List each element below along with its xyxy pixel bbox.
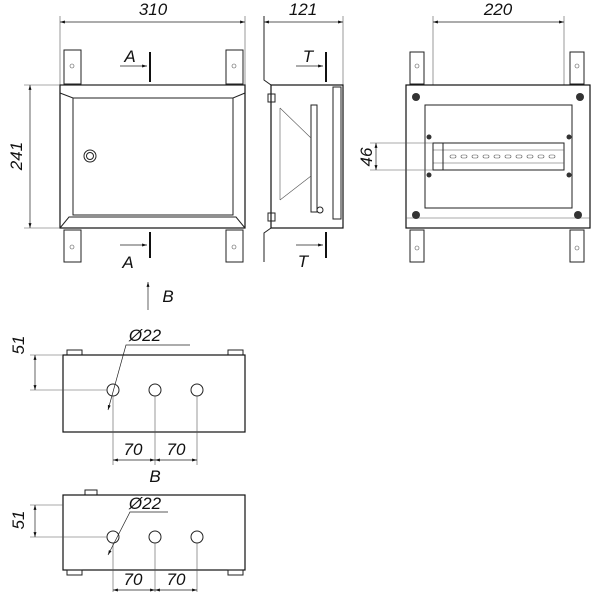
spacing-dimension: 70 xyxy=(124,570,143,589)
spacing-dimension: 70 xyxy=(124,440,143,459)
lock-icon xyxy=(83,149,97,163)
view-label: B xyxy=(149,467,160,486)
height-dimension: 241 xyxy=(7,142,26,171)
section-label-bottom: A xyxy=(121,253,133,272)
spacing-dimension: 70 xyxy=(167,570,186,589)
section-label-top: T xyxy=(303,47,315,66)
section-label-top: A xyxy=(123,47,135,66)
spacing-dimension: 70 xyxy=(167,440,186,459)
rail-height-dimension: 46 xyxy=(357,147,376,166)
view-arrow-b: B xyxy=(146,282,174,310)
offset-dimension: 51 xyxy=(9,511,28,530)
hole-diameter: Ø22 xyxy=(128,494,162,513)
side-view: 121 T T xyxy=(263,0,344,271)
rear-view: 220 46 xyxy=(357,0,591,263)
depth-dimension: 121 xyxy=(289,0,317,19)
width-dimension: 310 xyxy=(139,0,168,19)
hole-diameter: Ø22 xyxy=(128,326,162,345)
rail-width-dimension: 220 xyxy=(483,0,513,19)
front-view: 310 241 A A xyxy=(7,0,246,272)
offset-dimension: 51 xyxy=(9,336,28,355)
view-arrow-label: B xyxy=(162,287,173,306)
bottom-view-1: 51 Ø22 70 70 B xyxy=(9,326,246,486)
bottom-view-2: 51 Ø22 70 70 xyxy=(9,489,246,592)
section-label-bottom: T xyxy=(298,252,310,271)
